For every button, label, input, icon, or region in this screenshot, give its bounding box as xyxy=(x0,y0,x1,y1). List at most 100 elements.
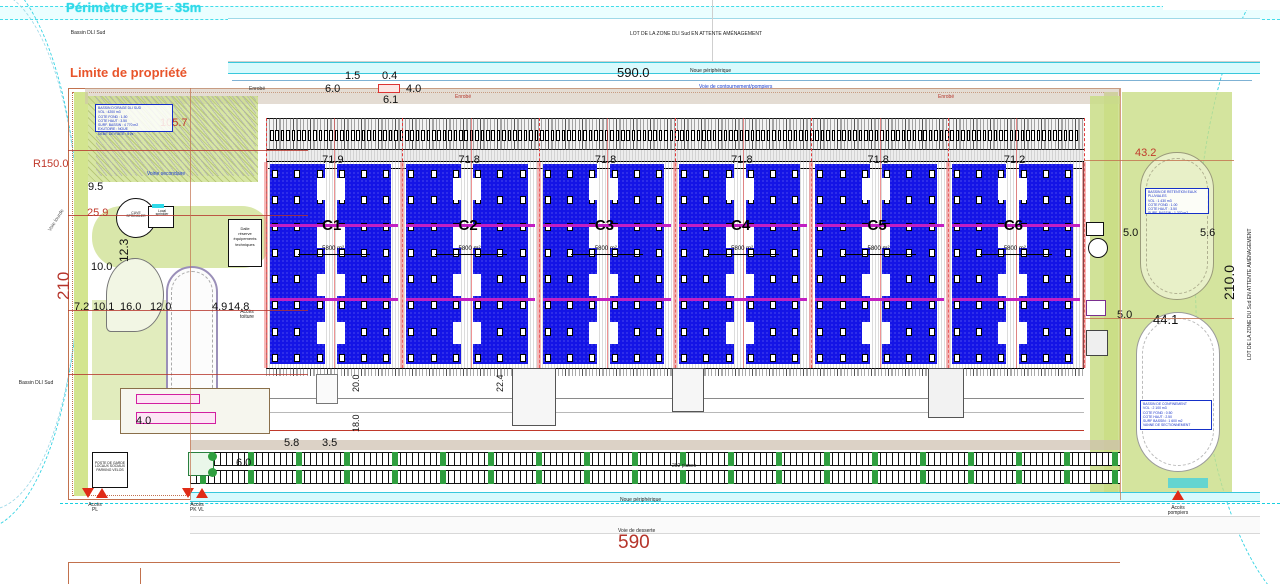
structural-column xyxy=(839,354,846,362)
structural-column xyxy=(1042,354,1049,362)
parking-tree xyxy=(632,470,638,484)
dock-door xyxy=(637,130,641,141)
green-belt-left xyxy=(74,92,88,496)
dock-door xyxy=(453,130,458,141)
structural-column xyxy=(839,170,846,178)
structural-column xyxy=(272,170,278,178)
structural-column xyxy=(884,170,891,178)
mezzanine-band xyxy=(542,298,671,301)
structural-column xyxy=(633,275,640,284)
structural-column xyxy=(383,275,390,284)
dock-door xyxy=(696,130,701,141)
parking-tree xyxy=(440,452,446,466)
dock-door xyxy=(378,130,382,141)
structural-column xyxy=(703,248,710,257)
dock-door xyxy=(1047,130,1052,141)
structural-column xyxy=(998,248,1005,257)
structural-column xyxy=(430,301,437,310)
dim-length-bottom: 590 xyxy=(618,532,650,553)
structural-column xyxy=(272,196,278,205)
structural-column xyxy=(566,248,573,257)
dock-door xyxy=(864,130,868,141)
structural-column xyxy=(1042,170,1049,178)
structural-column xyxy=(1020,248,1027,257)
structural-column xyxy=(998,170,1005,178)
dim-12p0: 12.0 xyxy=(150,301,172,313)
rack-aisle-notch xyxy=(882,178,891,200)
dock-door xyxy=(669,130,674,141)
structural-column xyxy=(475,301,482,310)
dock-door xyxy=(912,130,917,141)
dock-door xyxy=(820,130,825,141)
rack-aisle-notch xyxy=(745,322,754,344)
dock-door xyxy=(685,130,690,141)
bay-dimension: 71.8 xyxy=(731,154,753,166)
context-line-1 xyxy=(228,18,1260,19)
area-leader-line xyxy=(570,254,643,255)
access-pompiers-arrow xyxy=(1172,490,1184,500)
structural-column xyxy=(861,354,868,362)
dim-r150: R150.0 xyxy=(33,158,69,170)
structural-column xyxy=(906,248,913,257)
firewall-band xyxy=(1082,162,1086,368)
structural-column xyxy=(383,248,390,257)
structural-column xyxy=(294,354,301,362)
dock-door xyxy=(345,130,350,141)
structural-column xyxy=(928,196,935,205)
dim-10p1: 10.1 xyxy=(93,301,115,313)
structural-column xyxy=(1042,301,1049,310)
structural-column xyxy=(316,170,323,178)
parking-tree xyxy=(392,452,398,466)
dock-door xyxy=(729,130,733,141)
rack-aisle-notch xyxy=(725,322,734,344)
dim-9p5: 9.5 xyxy=(88,181,104,193)
structural-column xyxy=(861,248,868,257)
structural-column xyxy=(316,354,323,362)
north-dock-doors xyxy=(266,130,1084,142)
structural-column xyxy=(928,248,935,257)
dock-door xyxy=(270,130,274,141)
dim-25p9: 25.9 xyxy=(87,207,109,219)
dock-door xyxy=(550,130,555,141)
rack-aisle-notch xyxy=(609,226,618,248)
dock-door xyxy=(534,130,539,141)
structural-column xyxy=(430,196,437,205)
structural-column xyxy=(497,301,504,310)
structural-column xyxy=(975,327,982,336)
dock-door xyxy=(793,130,798,141)
dim-right-43p2: 43.2 xyxy=(1135,147,1157,159)
structural-column xyxy=(497,170,504,178)
rack-aisle-notch xyxy=(336,226,345,248)
rack-aisle-notch xyxy=(336,322,345,344)
dim-top-6p0: 6.0 xyxy=(325,83,341,95)
rack-aisle-notch xyxy=(316,274,325,296)
structural-column xyxy=(1065,301,1072,310)
parking-tree xyxy=(728,470,734,484)
parking-tree xyxy=(680,470,686,484)
dim-105p7: 105.7 xyxy=(160,117,188,129)
dim-bottom-4p0: 4.0 xyxy=(136,415,152,427)
structural-column xyxy=(633,170,640,178)
parking-tree xyxy=(536,452,542,466)
dim-4p9: 4.9 xyxy=(212,301,228,313)
dock-door xyxy=(766,130,771,141)
dock-door xyxy=(556,130,560,141)
structural-column xyxy=(383,170,390,178)
dock-door xyxy=(599,130,603,141)
structural-column xyxy=(566,301,573,310)
structural-column xyxy=(1065,196,1072,205)
structural-column xyxy=(928,170,935,178)
structural-column xyxy=(338,301,345,310)
label-parking-count: 292 places xyxy=(672,463,697,469)
structural-column xyxy=(519,275,526,284)
dim-right-5p0a: 5.0 xyxy=(1123,227,1139,239)
structural-column xyxy=(566,354,573,362)
label-enrobe-left: Enrobé xyxy=(249,86,266,92)
structural-column xyxy=(656,248,663,257)
dock-door xyxy=(783,130,787,141)
dock-door xyxy=(367,130,371,141)
dock-door xyxy=(702,130,706,141)
dock-door xyxy=(1069,130,1073,141)
label-bassin-top-left: Bassin DLI Sud xyxy=(70,30,106,36)
area-leader-line xyxy=(298,254,371,255)
